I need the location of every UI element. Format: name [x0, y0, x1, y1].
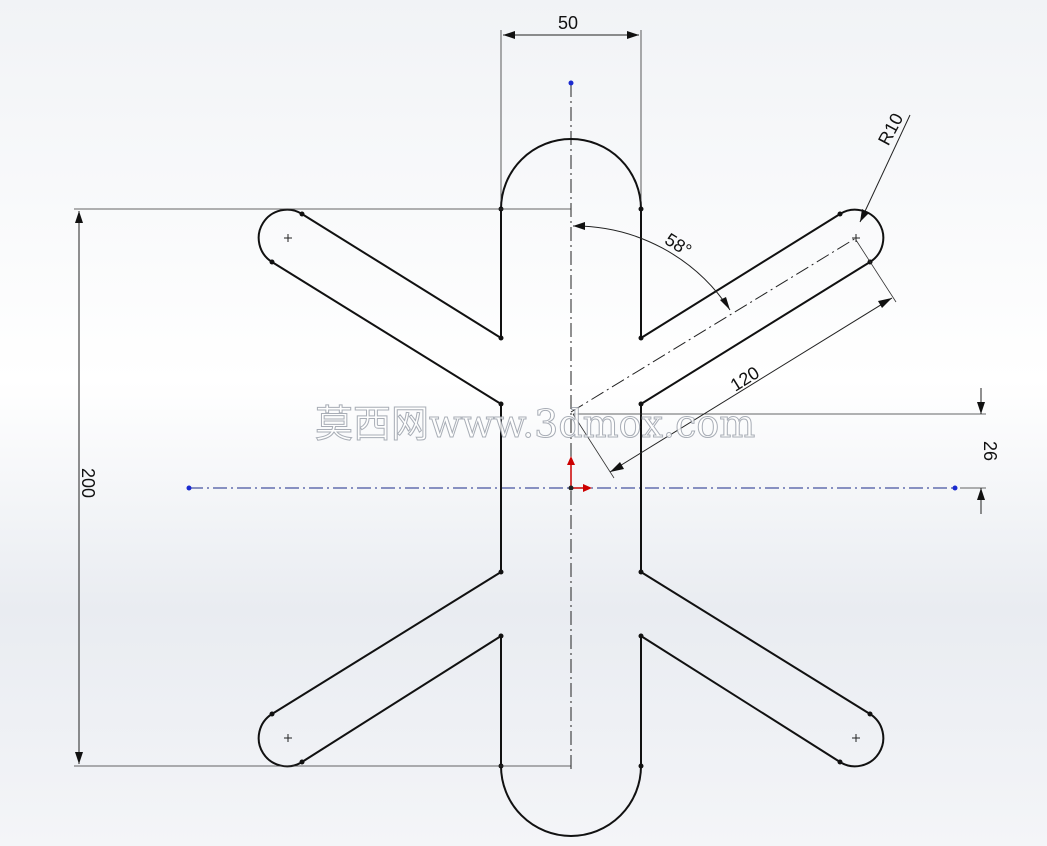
origin-icon[interactable]	[567, 456, 592, 492]
arm-length-dimension-label[interactable]: 120	[727, 362, 763, 395]
centerline-left-endpoint[interactable]	[186, 485, 192, 491]
bottom-left-arm-tip-arc	[257, 713, 303, 768]
bottom-cap-arc	[500, 765, 642, 837]
centerline-right-endpoint[interactable]	[952, 485, 958, 491]
dimension-radius[interactable]: R10	[859, 110, 911, 223]
top-right-arm-tip-arc	[839, 208, 885, 263]
dimension-width[interactable]: 50	[500, 13, 642, 200]
sketch-vertices[interactable]	[269, 206, 873, 769]
arm-centerline[interactable]	[570, 237, 857, 413]
bottom-right-arm-tip-arc	[839, 713, 885, 768]
top-cap-arc	[500, 138, 642, 210]
dimension-offset[interactable]: 26	[573, 388, 1000, 514]
sketch-profile[interactable]	[257, 138, 885, 837]
offset-dimension-label[interactable]: 26	[980, 441, 1000, 461]
radius-dimension-label[interactable]: R10	[874, 110, 907, 149]
watermark-text: 莫西网www.3dmox.com	[315, 402, 755, 446]
dimension-height[interactable]: 200	[74, 208, 571, 767]
top-left-arm-tip-arc	[257, 208, 303, 263]
width-dimension-label[interactable]: 50	[558, 13, 578, 33]
angle-dimension-label[interactable]: 58°	[661, 229, 695, 260]
height-dimension-label[interactable]: 200	[78, 468, 98, 498]
centerline-top-endpoint[interactable]	[568, 80, 574, 86]
